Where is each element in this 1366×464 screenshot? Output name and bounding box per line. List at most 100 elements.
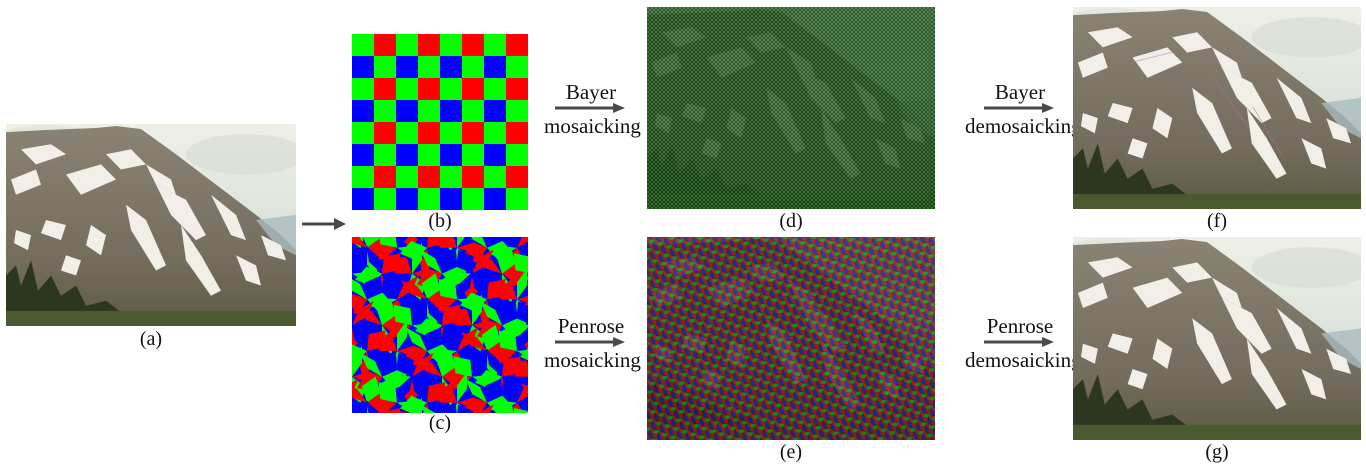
bayer-cell <box>418 188 441 210</box>
penrose-tile <box>517 268 527 300</box>
penrose-tile <box>361 376 381 403</box>
bayer-demosaicking-label-line1: Bayer <box>994 80 1046 104</box>
bayer-cell <box>440 34 463 57</box>
penrose-tile <box>478 404 494 413</box>
penrose-tile <box>475 369 502 390</box>
bayer-cell <box>440 188 463 210</box>
penrose-tile <box>381 275 399 300</box>
penrose-tile <box>355 266 382 287</box>
penrose-tile <box>501 237 519 248</box>
bayer-cell <box>352 100 375 123</box>
bayer-cell <box>352 56 375 79</box>
bayer-cell <box>440 78 463 101</box>
penrose-tile <box>457 371 467 403</box>
bayer-cell <box>418 78 441 101</box>
arrow-icon <box>984 103 1054 113</box>
penrose-tile <box>352 346 362 377</box>
bayer-cell <box>374 188 397 210</box>
original-image <box>6 124 296 326</box>
bayer-cell <box>484 78 507 101</box>
penrose-tile <box>355 400 369 413</box>
penrose-tile <box>370 402 397 413</box>
caption-f: (f) <box>1207 210 1227 232</box>
penrose-tile <box>397 320 407 351</box>
penrose-tile <box>436 237 457 248</box>
penrose-cfa-pattern <box>352 237 528 413</box>
penrose-tile <box>475 409 487 413</box>
penrose-tile <box>360 352 382 377</box>
bayer-cell <box>418 166 441 189</box>
penrose-tile <box>352 296 367 315</box>
caption-a: (a) <box>139 328 163 350</box>
penrose-tile <box>415 357 442 377</box>
bayer-cell <box>396 188 419 210</box>
penrose-tile <box>352 307 354 326</box>
caption-d: (d) <box>779 210 803 232</box>
bayer-cell <box>374 166 397 189</box>
penrose-tile <box>379 237 397 248</box>
bayer-cell <box>352 166 375 189</box>
penrose-tile <box>457 404 474 413</box>
bayer-cell <box>440 100 463 123</box>
penrose-tile <box>352 279 367 300</box>
penrose-tile <box>425 327 443 351</box>
bayer-cell <box>462 122 485 145</box>
bayer-cell <box>440 144 463 167</box>
penrose-tile <box>352 324 367 351</box>
penrose-tile <box>471 237 487 248</box>
penrose-tile <box>412 242 422 274</box>
penrose-tile <box>437 402 457 413</box>
penrose-tile <box>438 278 457 300</box>
penrose-tile <box>513 253 528 273</box>
bayer-demosaicking-label-line2: demosaicking <box>965 114 1082 138</box>
bayer-cell <box>374 78 397 101</box>
bayer-cell <box>506 166 528 189</box>
penrose-tile <box>380 375 412 386</box>
penrose-demosaicked-image <box>1073 237 1361 440</box>
penrose-tile <box>442 366 470 387</box>
penrose-tile <box>456 249 474 274</box>
penrose-tile <box>393 304 412 326</box>
penrose-tile <box>520 347 528 361</box>
bayer-cell <box>374 122 397 145</box>
bayer-cell <box>396 100 419 123</box>
bayer-cell <box>352 144 375 167</box>
bayer-cell <box>462 144 485 167</box>
penrose-tile <box>440 404 457 413</box>
penrose-tile <box>517 237 528 248</box>
penrose-tile <box>496 247 516 274</box>
penrose-tile <box>378 382 397 403</box>
bayer-cell <box>484 56 507 79</box>
bayer-cell <box>462 56 485 79</box>
penrose-tile <box>420 404 436 413</box>
penrose-tile <box>415 237 427 248</box>
penrose-tile <box>367 237 395 258</box>
penrose-demosaicking-label-line1: Penrose <box>986 314 1054 338</box>
bayer-cell <box>462 166 485 189</box>
penrose-tile <box>440 271 472 283</box>
bayer-cell <box>418 122 441 145</box>
bayer-cell <box>440 166 463 189</box>
bayer-cell <box>484 34 507 57</box>
penrose-tile <box>472 294 482 326</box>
bayer-cell <box>462 78 485 101</box>
bayer-cell <box>396 122 419 145</box>
bayer-cell <box>418 56 441 79</box>
penrose-tile <box>412 297 429 326</box>
penrose-tile <box>374 334 397 351</box>
bayer-demosaicked-image <box>1073 7 1361 209</box>
penrose-tile <box>453 356 472 377</box>
penrose-tile <box>500 323 528 334</box>
bayer-cell <box>484 166 507 189</box>
caption-e: (e) <box>779 441 803 463</box>
bayer-cell <box>396 78 419 101</box>
bayer-cell <box>396 144 419 167</box>
bayer-mosaicking-label-line1: Bayer <box>565 80 617 104</box>
penrose-tile <box>449 309 472 326</box>
penrose-tile <box>513 407 528 413</box>
caption-c: (c) <box>428 412 452 434</box>
penrose-tile <box>475 254 502 274</box>
penrose-tile <box>355 306 382 326</box>
bayer-cell <box>506 144 528 167</box>
penrose-tile <box>365 400 379 413</box>
